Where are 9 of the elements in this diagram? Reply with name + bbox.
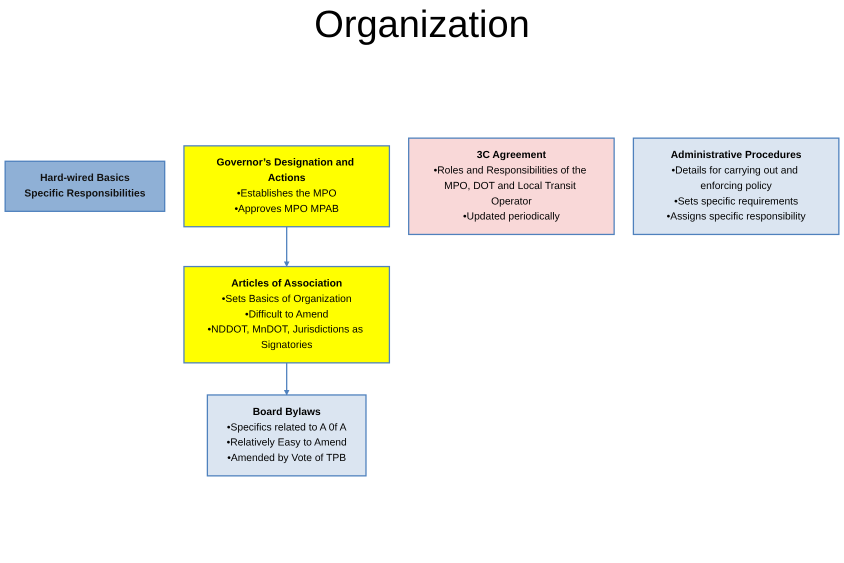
node-box: Hard-wired Basics Specific Responsibilities — [4, 160, 166, 212]
title: Organization — [314, 4, 530, 47]
node-box: Articles of Association •Sets Basics of Organization •Difficult to Amend •NDDOT, MnDOT, Jurisdictions as Signatories — [183, 266, 390, 364]
arrow — [284, 226, 290, 267]
node-box: Governor’s Designation and Actions •Establishes the MPO •Approves MPO MPAB — [183, 145, 390, 228]
node-box: Administrative Procedures •Details for carrying out and enforcing policy •Sets specific requirements •Assigns specific responsibility — [632, 138, 840, 236]
node-box: 3C Agreement •Roles and Responsibilities of the MPO, DOT and Local Transit Operator •Updated periodically — [408, 138, 615, 236]
arrow — [284, 362, 290, 396]
node-box: Board Bylaws •Specifics related to A 0f A •Relatively Easy to Amend •Amended by Vote of TPB — [206, 394, 367, 476]
